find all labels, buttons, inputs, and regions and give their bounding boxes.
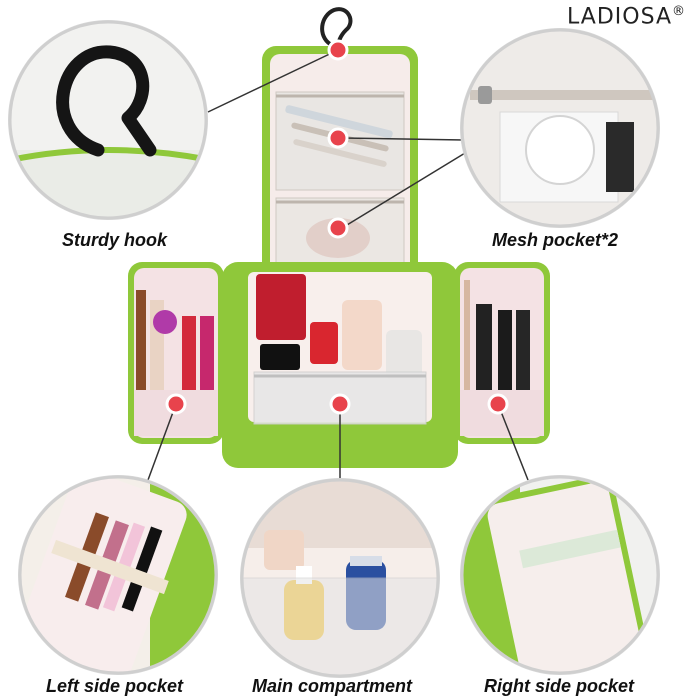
caption-hook: Sturdy hook — [62, 230, 168, 250]
callout-mesh — [460, 28, 660, 228]
callout-lines — [147, 49, 529, 481]
markers — [165, 39, 509, 415]
callout-right-pocket — [460, 475, 660, 675]
callout-hook — [8, 20, 208, 220]
bag-hook-icon — [320, 7, 353, 50]
caption-main-compartment: Main compartment — [252, 676, 413, 696]
caption-mesh: Mesh pocket*2 — [492, 230, 619, 250]
callout-main-compartment — [240, 478, 440, 678]
caption-left-pocket: Left side pocket — [46, 676, 184, 696]
hook-icon — [56, 45, 157, 157]
brand-logo: LADIOSA® — [567, 4, 686, 30]
bag — [128, 7, 550, 468]
callout-left-pocket — [18, 475, 218, 675]
caption-right-pocket: Right side pocket — [484, 676, 635, 696]
